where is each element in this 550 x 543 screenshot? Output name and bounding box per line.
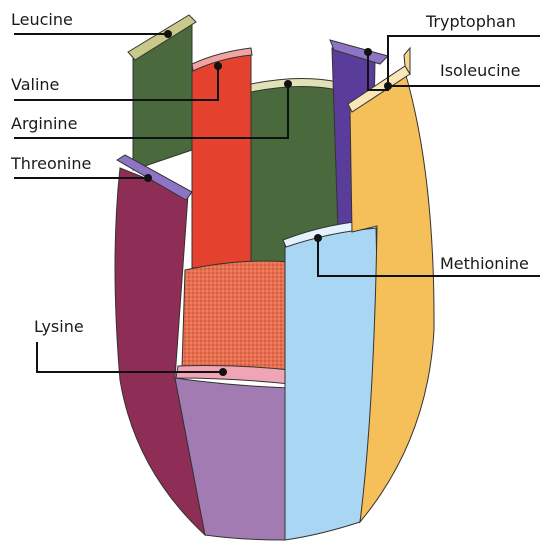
arginine-label: Arginine xyxy=(11,115,77,133)
valine-stave xyxy=(192,54,251,268)
threonine-label: Threonine xyxy=(11,155,91,173)
isoleucine-label: Isoleucine xyxy=(440,62,521,80)
leucine-dot xyxy=(164,30,172,38)
methionine-label: Methionine xyxy=(440,255,529,273)
tryptophan-dot xyxy=(364,48,372,56)
valine-dot xyxy=(214,62,222,70)
tryptophan-label: Tryptophan xyxy=(426,13,516,31)
valine-label: Valine xyxy=(11,76,59,94)
methionine-dot xyxy=(314,234,322,242)
barrel-floor xyxy=(182,261,290,375)
lysine-dot xyxy=(219,368,227,376)
leucine-label: Leucine xyxy=(11,11,73,29)
arginine-dot xyxy=(284,80,292,88)
lysine-label: Lysine xyxy=(34,318,84,336)
isoleucine-dot xyxy=(384,82,392,90)
threonine-dot xyxy=(144,174,152,182)
